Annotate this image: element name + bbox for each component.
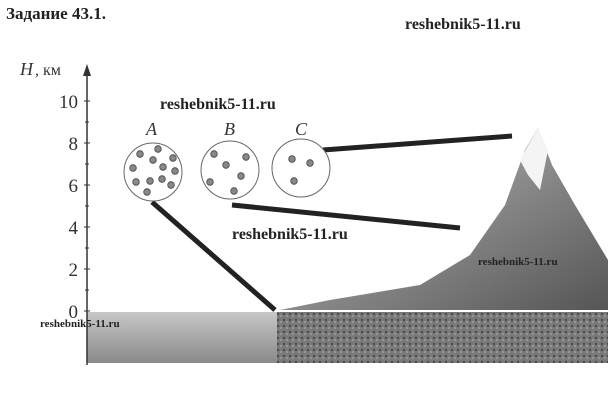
sample-a-label: A — [145, 119, 158, 139]
sample-c: C — [271, 119, 331, 198]
watermark: reshebnik5-11.ru — [40, 318, 120, 330]
pointer-b — [231, 202, 461, 231]
tick-label: 4 — [69, 218, 79, 239]
sea — [87, 311, 277, 363]
mountain — [275, 128, 608, 311]
land — [277, 311, 608, 363]
tick-label: 0 — [69, 302, 79, 323]
sample-a: A — [123, 119, 183, 202]
task-title: Задание 43.1. — [6, 4, 106, 23]
pointer-c — [322, 133, 513, 153]
axis-label-var: H — [19, 59, 34, 79]
watermark: reshebnik5-11.ru — [478, 256, 558, 268]
watermark: reshebnik5-11.ru — [232, 226, 348, 243]
axis-label-unit: , км — [35, 62, 61, 79]
y-axis-arrow — [83, 64, 91, 76]
sample-c-label: C — [295, 119, 308, 139]
tick-label: 10 — [59, 92, 78, 113]
tick-label: 8 — [69, 134, 79, 155]
tick-label: 2 — [69, 260, 79, 281]
watermark: reshebnik5-11.ru — [405, 16, 521, 33]
tick-label: 6 — [69, 176, 79, 197]
watermark: reshebnik5-11.ru — [160, 96, 276, 113]
sample-b: B — [200, 119, 260, 200]
pointer-a — [150, 200, 277, 312]
sample-b-label: B — [224, 119, 235, 139]
